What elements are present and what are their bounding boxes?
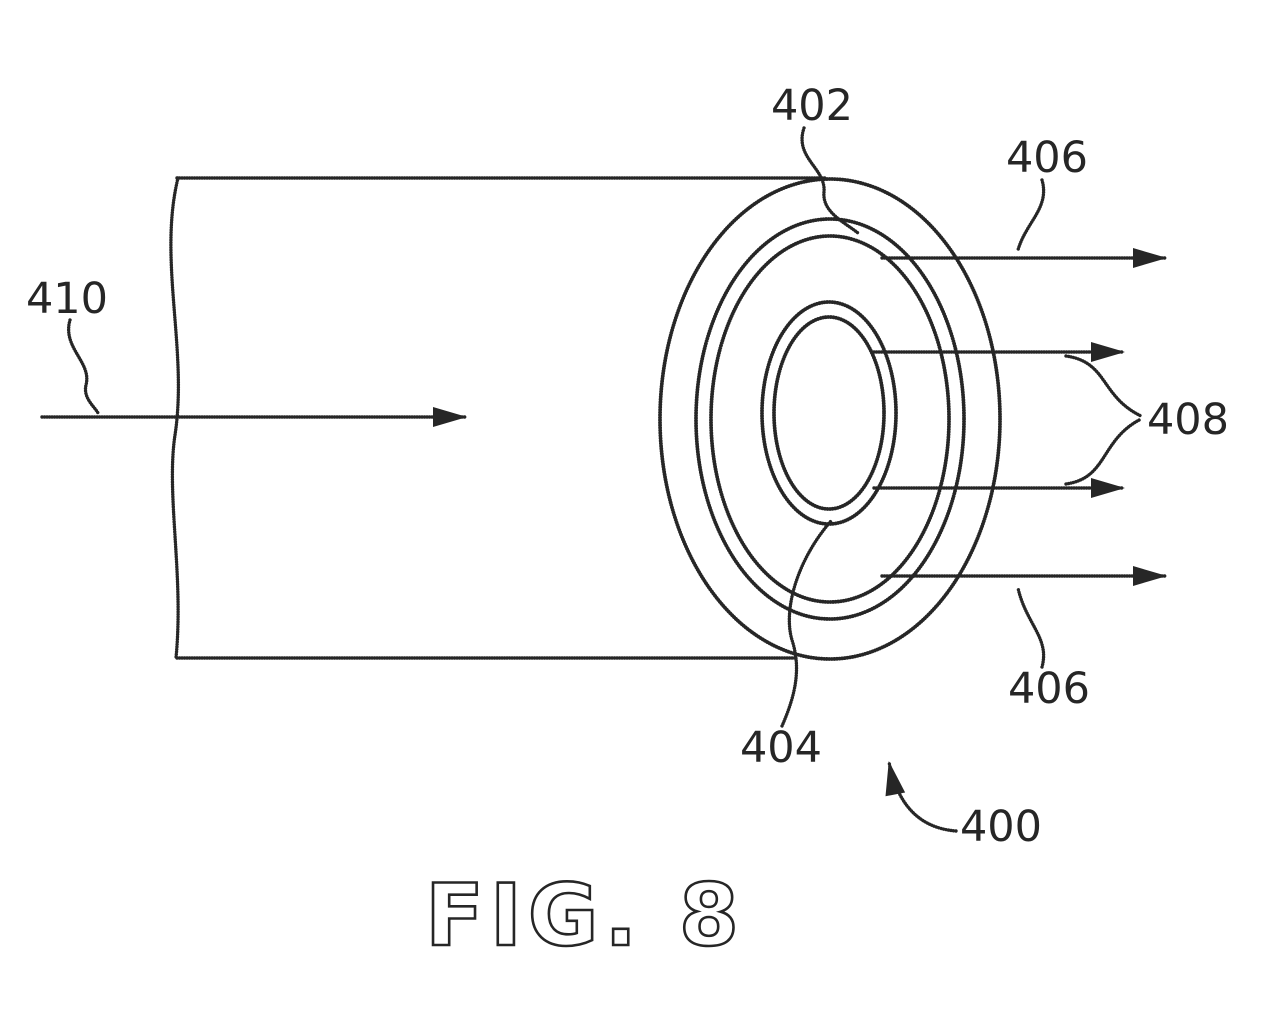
fiber-body (169, 176, 828, 660)
outer-cladding-ellipse (658, 177, 1002, 661)
cladding-ellipse-middle (694, 217, 966, 621)
leader-line-402 (800, 126, 860, 235)
label-406-top: 406 (1006, 133, 1088, 183)
reference-labels: 410 402 406 408 406 404 400 (26, 81, 1229, 852)
leader-line-404 (780, 519, 833, 728)
leader-line-406-top (1016, 178, 1046, 252)
leader-line-410 (66, 318, 100, 415)
label-410: 410 (26, 274, 108, 324)
label-406-bottom: 406 (1008, 664, 1090, 714)
figure-caption: FIG. 8 (425, 866, 745, 966)
fiber-break-wavy-line (169, 176, 181, 660)
label-404: 404 (740, 723, 822, 773)
leader-line-406-bottom (1016, 586, 1046, 669)
core-inner-ellipse (772, 315, 886, 511)
label-400: 400 (960, 802, 1042, 852)
fiber-end-face (658, 177, 1002, 661)
label-402: 402 (771, 81, 853, 131)
brace-408-lower-curve (1064, 417, 1143, 486)
core-outer-ellipse (760, 300, 898, 526)
curved-arrow-400 (885, 760, 958, 833)
leader-lines (66, 126, 1143, 833)
light-arrows (40, 248, 1168, 586)
label-408: 408 (1147, 395, 1229, 445)
brace-408-upper-curve (1064, 354, 1143, 418)
cladding-ellipse-inner (709, 234, 951, 604)
